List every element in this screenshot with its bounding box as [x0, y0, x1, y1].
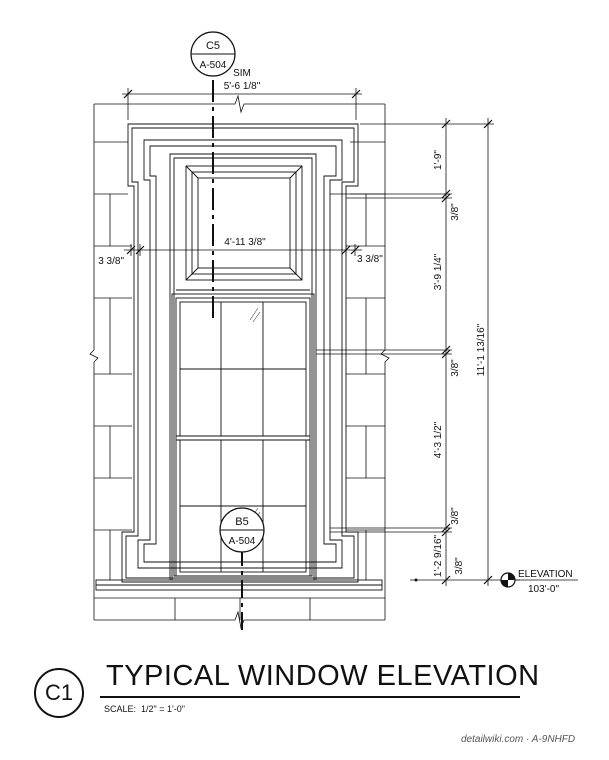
- dimension-vertical-chain: [316, 118, 520, 586]
- inner-width-value: 4'-11 3/8": [224, 237, 266, 248]
- vertical-dimension-labels: 1'-9" 3/8" 3'-9 1/4" 3/8" 4'-3 1/2" 3/8"…: [433, 150, 487, 577]
- watermark: detailwiki.com · A-9NHFD: [461, 734, 576, 745]
- section-callout-top: C5 A-504: [190, 31, 236, 77]
- right-offset-value: 3 3/8": [357, 254, 383, 265]
- vdim-3: 3'-9 1/4": [433, 253, 444, 290]
- overall-height-value: 11'-1 13/16": [476, 323, 487, 376]
- dimension-inner-width: 4'-11 3/8" 3 3/8" 3 3/8": [98, 237, 383, 267]
- scale-line: SCALE: 1/2" = 1'-0": [104, 704, 185, 714]
- left-offset-value: 3 3/8": [98, 256, 124, 267]
- section-callout-bottom: B5 A-504: [219, 507, 265, 553]
- elevation-marker: ELEVATION 103'-0": [414, 569, 578, 595]
- title-block: C1 TYPICAL WINDOW ELEVATION SCALE: 1/2" …: [34, 660, 539, 720]
- section-callout-bottom-id: B5: [235, 516, 248, 528]
- masonry-wall: [89, 94, 390, 630]
- elevation-label: ELEVATION: [518, 569, 573, 580]
- vdim-1: 1'-9": [433, 150, 444, 170]
- overall-width-value: 5'-6 1/8": [224, 81, 261, 92]
- vdim-5: 4'-3 1/2": [433, 421, 444, 458]
- drawing-tag-circle: C1: [34, 668, 84, 718]
- vdim-4: 3/8": [450, 359, 461, 377]
- vdim-7: 1'-2 9/16": [433, 534, 444, 577]
- vdim-2: 3/8": [450, 203, 461, 221]
- title-underline: [100, 696, 520, 698]
- scale-value: 1/2" = 1'-0": [141, 704, 185, 714]
- transom-panel: [176, 165, 310, 291]
- section-callout-bottom-sheet: A-504: [229, 536, 256, 547]
- drawing-tag: C1: [44, 680, 74, 705]
- section-callout-top-sheet: A-504: [200, 60, 227, 71]
- elevation-value: 103'-0": [528, 584, 559, 595]
- dimension-overall-width: SIM 5'-6 1/8": [122, 68, 362, 120]
- scale-label: SCALE:: [104, 704, 137, 714]
- vdim-8: 3/8": [454, 557, 465, 575]
- section-callout-top-id: C5: [206, 40, 220, 52]
- vdim-6: 3/8": [450, 507, 461, 525]
- drawing-title: TYPICAL WINDOW ELEVATION: [106, 660, 540, 692]
- overall-width-note: SIM: [233, 68, 251, 79]
- section-cut-line: [212, 80, 243, 630]
